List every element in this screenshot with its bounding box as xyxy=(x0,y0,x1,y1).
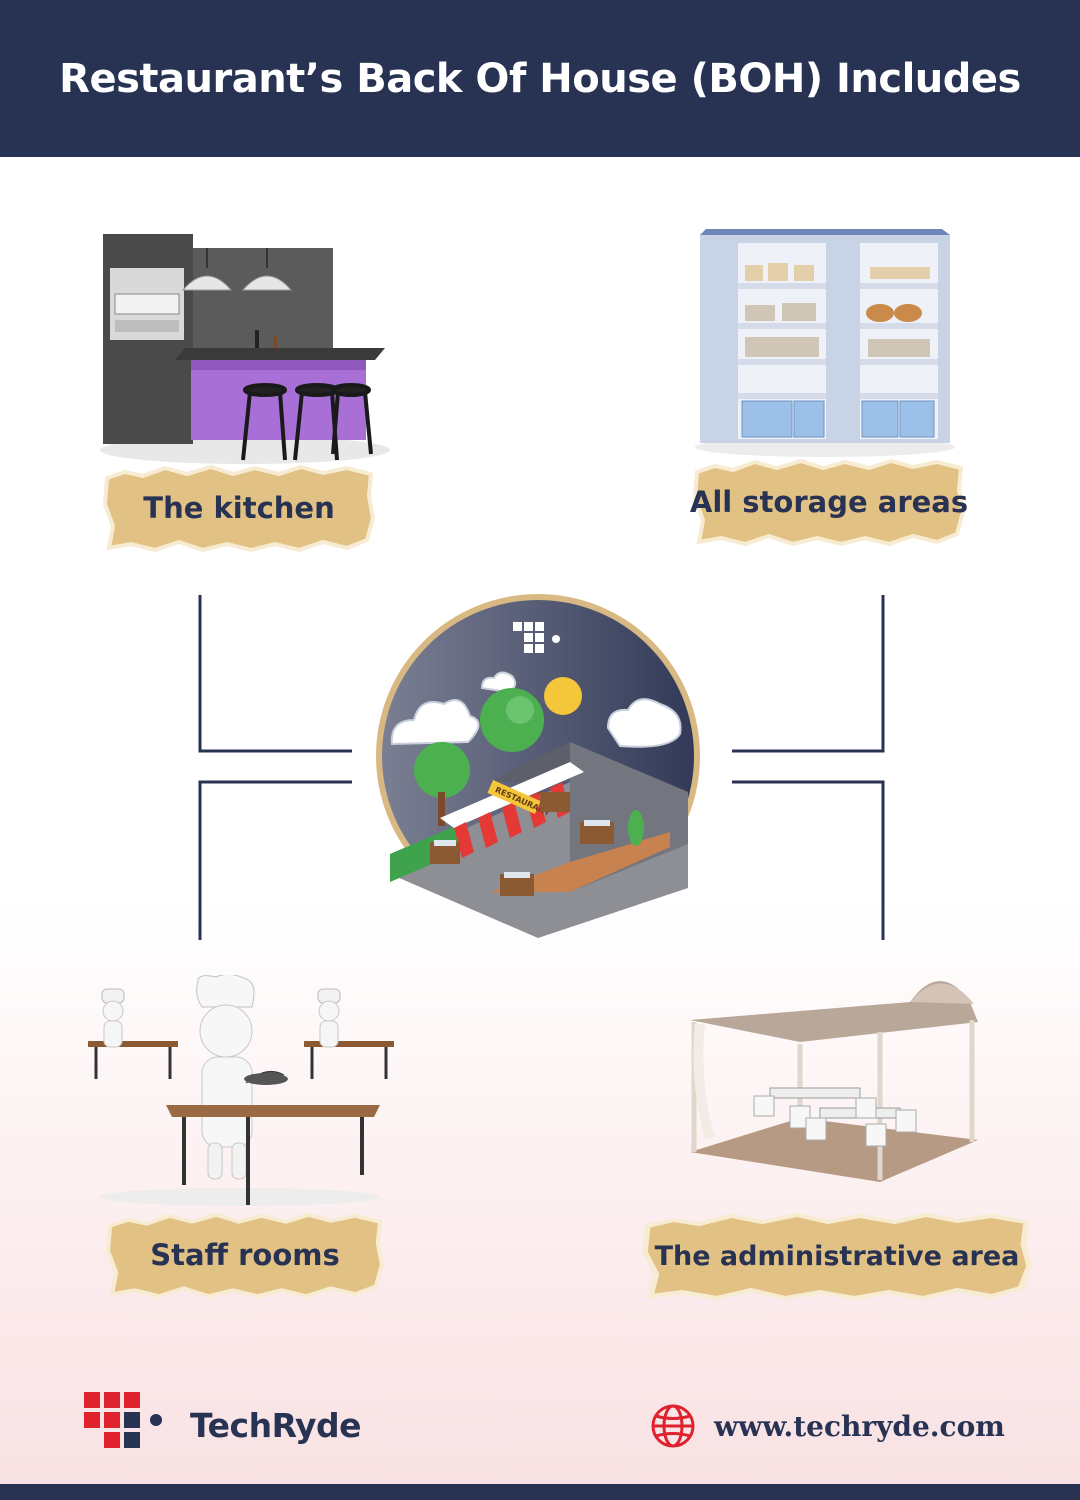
label-administrative-area: The administrative area xyxy=(642,1210,1032,1302)
canopy-dining-illustration xyxy=(680,962,980,1190)
label-staff-rooms: Staff rooms xyxy=(106,1210,384,1300)
label-kitchen-text: The kitchen xyxy=(143,491,335,525)
storage-shelves-illustration xyxy=(690,225,960,460)
page-title: Restaurant’s Back Of House (BOH) Include… xyxy=(59,55,1021,102)
website-url[interactable]: www.techryde.com xyxy=(714,1409,1005,1443)
label-staff-rooms-text: Staff rooms xyxy=(150,1238,340,1272)
label-storage-text: All storage areas xyxy=(689,485,969,519)
label-kitchen: The kitchen xyxy=(103,462,375,554)
header-banner: Restaurant’s Back Of House (BOH) Include… xyxy=(0,0,1080,157)
globe-icon xyxy=(651,1404,695,1448)
footer-bar xyxy=(0,1484,1080,1500)
label-storage: All storage areas xyxy=(689,456,969,548)
chef-figures-illustration xyxy=(70,973,410,1210)
techryde-logo-icon xyxy=(84,1392,162,1448)
brand-logo: TechRyde xyxy=(84,1392,362,1458)
website-link[interactable]: www.techryde.com xyxy=(650,1403,1005,1449)
restaurant-isometric-illustration: RESTAURANT xyxy=(370,592,706,952)
brand-name: TechRyde xyxy=(190,1405,362,1445)
label-administrative-area-text: The administrative area xyxy=(654,1240,1020,1272)
kitchen-illustration xyxy=(95,228,395,468)
